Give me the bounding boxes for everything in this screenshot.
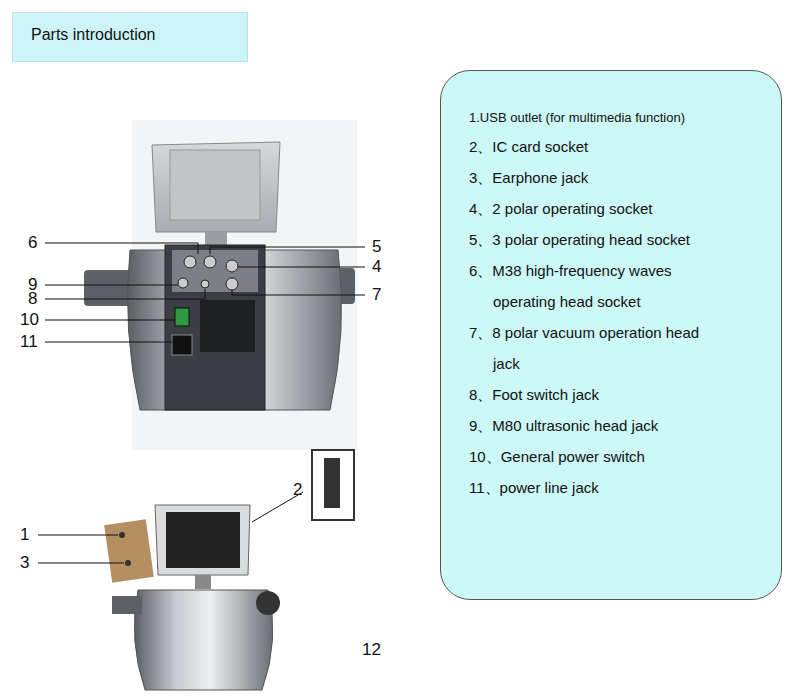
callout-number: 5 <box>372 238 381 256</box>
callout-number: 6 <box>28 234 37 252</box>
part-description: 5、3 polar operating head socket <box>469 224 708 255</box>
part-description: 8、Foot switch jack <box>469 379 708 410</box>
part-description: 2、IC card socket <box>469 131 708 162</box>
callout-number: 2 <box>293 481 302 499</box>
callout-number: 10 <box>20 311 39 329</box>
callout-number: 1 <box>20 526 29 544</box>
callout-number: 8 <box>28 290 37 308</box>
callout-number: 7 <box>372 286 381 304</box>
part-description: 3、Earphone jack <box>469 162 708 193</box>
heading-text: Parts introduction <box>31 25 229 45</box>
heading-box: Parts introduction <box>12 12 248 62</box>
part-description: 7、8 polar vacuum operation head jack <box>469 317 708 379</box>
part-description: 1.USB outlet (for multimedia function) <box>469 105 708 131</box>
callout-number: 11 <box>20 333 38 351</box>
part-description: 11、power line jack <box>469 472 708 503</box>
part-description: 10、General power switch <box>469 441 708 472</box>
page-number: 12 <box>362 641 381 659</box>
callout-number: 3 <box>20 554 29 572</box>
part-description: 4、2 polar operating socket <box>469 193 708 224</box>
part-description: 6、M38 high-frequency waves operating hea… <box>469 255 708 317</box>
part-description: 9、M80 ultrasonic head jack <box>469 410 708 441</box>
parts-list-box: 1.USB outlet (for multimedia function)2、… <box>440 70 782 600</box>
callout-number: 4 <box>372 258 381 276</box>
